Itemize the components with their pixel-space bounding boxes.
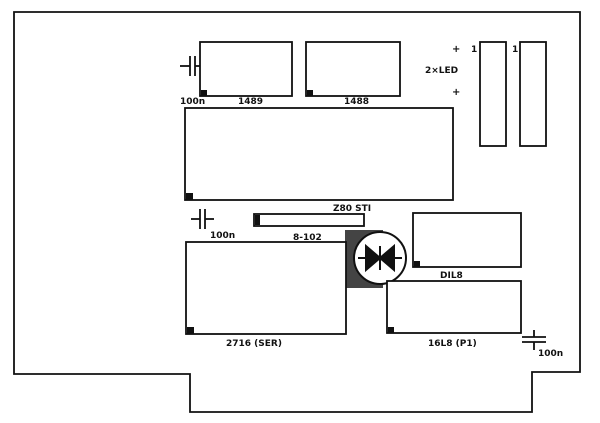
led-1 [479,41,507,147]
ic-16l8 [386,280,522,334]
ic-2716 [185,241,347,335]
diode-symbol-icon [358,243,402,273]
resistor-network [253,213,365,227]
cap-mid-label: 100n [210,231,235,241]
capacitor-icon [522,330,546,350]
led-mark-2: 1 [512,45,518,55]
capacitor-icon [180,56,202,76]
pin1-marker [414,261,420,267]
led-2 [519,41,547,147]
ic-1488 [305,41,401,97]
pal-label: 16L8 (P1) [428,339,477,349]
ic-1489-label: 1489 [238,97,263,107]
board-outline [13,11,581,413]
resistor-label: 8-102 [293,233,322,243]
pin1-marker [307,90,313,96]
pin1-marker [201,90,207,96]
led-mark-1: 1 [471,45,477,55]
ic-z80-sti [184,107,454,201]
eprom-label: 2716 (SER) [226,339,282,349]
pin1-marker [388,327,394,333]
ic-1488-label: 1488 [344,97,369,107]
pin1-marker [255,215,260,225]
dil8-label: DIL8 [440,271,463,281]
led-plus-1: + [452,44,460,55]
pin1-marker [187,327,194,334]
pin1-marker [186,193,193,200]
led-title: 2×LED [425,66,458,76]
z80-label: Z80 STI [333,204,371,214]
ic-dil8 [412,212,522,268]
capacitor-icon [191,209,214,229]
cap-top-left-label: 100n [180,97,205,107]
ic-1489 [199,41,293,97]
cap-bottom-right-label: 100n [538,349,563,359]
led-plus-2: + [452,87,460,98]
